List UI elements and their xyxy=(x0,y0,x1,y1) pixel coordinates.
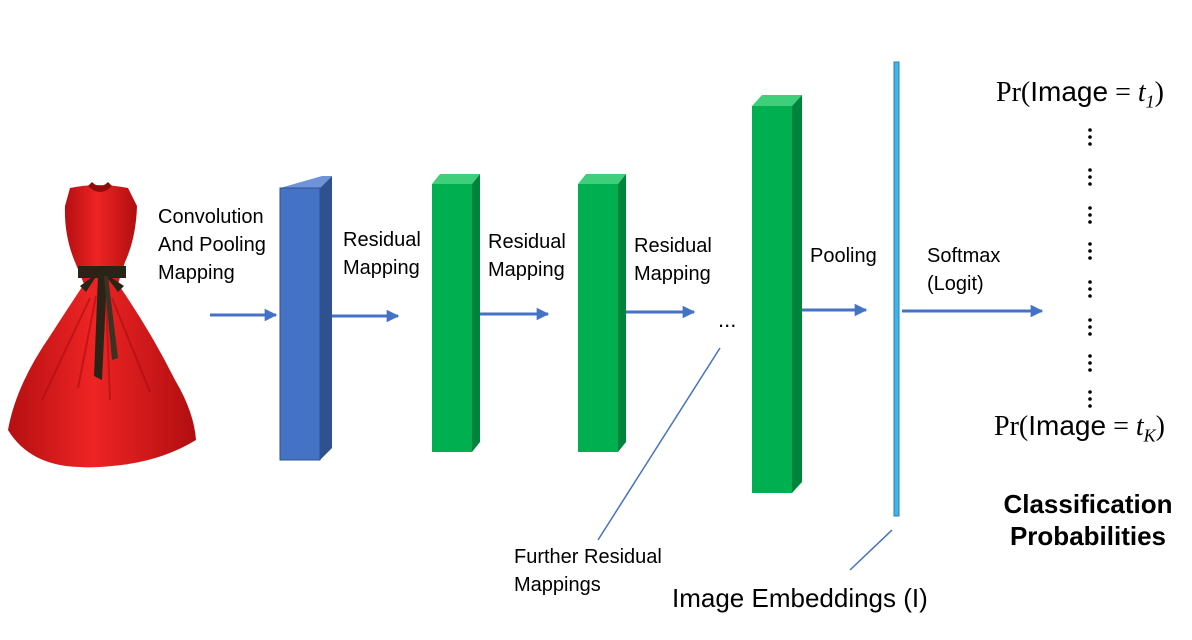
callout-further-residual xyxy=(597,347,721,541)
prob-bottom-formula: Pr(Image = tK) xyxy=(994,410,1165,446)
ellipsis-dot xyxy=(1088,294,1092,298)
ellipsis-dot xyxy=(1088,368,1092,372)
classification-probabilities-label: Classification Probabilities xyxy=(1003,489,1173,551)
ellipsis-dot xyxy=(1088,404,1092,408)
ellipsis-dot xyxy=(1088,128,1092,132)
residual-block-final xyxy=(752,95,802,493)
ellipsis-dot xyxy=(1088,332,1092,336)
probability-ellipsis-dots xyxy=(1088,128,1092,408)
red-dress-icon xyxy=(8,182,196,468)
ellipsis-dot xyxy=(1088,206,1092,210)
ellipsis-dot xyxy=(1088,135,1092,139)
ellipsis-dot xyxy=(1088,182,1092,186)
residual-label-2: Residual Mapping xyxy=(488,231,566,281)
ellipsis-dot xyxy=(1088,142,1092,146)
ellipsis-dot xyxy=(1088,213,1092,217)
pooling-label: Pooling xyxy=(810,245,877,267)
embedding-bar xyxy=(893,61,900,517)
conv-pool-label: Convolution And Pooling Mapping xyxy=(158,206,266,284)
residual-label-1: Residual Mapping xyxy=(343,229,421,279)
image-embeddings-label: Image Embeddings (I) xyxy=(672,583,928,613)
ellipsis-dot xyxy=(1088,390,1092,394)
residual-block-1 xyxy=(432,174,480,452)
prob-top-formula: Pr(Image = t1) xyxy=(996,76,1164,112)
ellipsis-dot xyxy=(1088,325,1092,329)
ellipsis-dot xyxy=(1088,168,1092,172)
ellipsis-dot xyxy=(1088,220,1092,224)
conv-pool-block xyxy=(279,176,332,461)
softmax-label: Softmax (Logit) xyxy=(927,245,1001,295)
ellipsis-dot xyxy=(1088,256,1092,260)
residual-block-2 xyxy=(578,174,626,452)
residual-label-3: Residual Mapping xyxy=(634,235,712,285)
ellipsis-dot xyxy=(1088,175,1092,179)
ellipsis-dot xyxy=(1088,280,1092,284)
further-residual-label: Further Residual Mappings xyxy=(514,546,662,596)
ellipsis-label: ... xyxy=(718,307,737,332)
ellipsis-dot xyxy=(1088,354,1092,358)
ellipsis-dot xyxy=(1088,361,1092,365)
ellipsis-dot xyxy=(1088,287,1092,291)
ellipsis-dot xyxy=(1088,318,1092,322)
ellipsis-dot xyxy=(1088,397,1092,401)
ellipsis-dot xyxy=(1088,242,1092,246)
ellipsis-dot xyxy=(1088,249,1092,253)
callout-embeddings xyxy=(849,529,893,571)
